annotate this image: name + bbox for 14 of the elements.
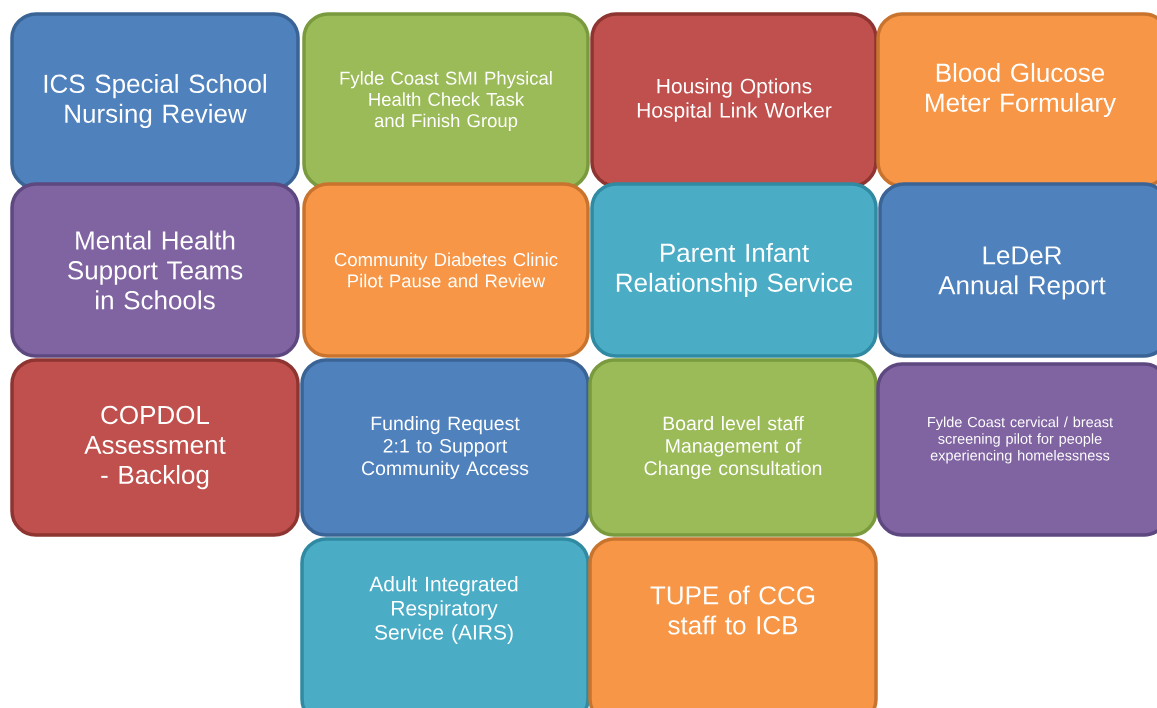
topic-tile: Parent Infant Relationship Service [590,182,878,358]
topic-tile: Fylde Coast SMI Physical Health Check Task and Finish Group [302,12,590,190]
topic-tile: Fylde Coast cervical / breast screening pilot for people experiencing homelessness [876,362,1157,537]
topic-tile: Adult Integrated Respiratory Service (AIRS) [300,537,590,708]
topic-tile: Housing Options Hospital Link Worker [590,12,878,188]
topic-tile: COPDOL Assessment - Backlog [10,358,300,537]
topic-tile: Funding Request 2:1 to Support Community Access [300,358,590,537]
topic-tile: Community Diabetes Clinic Pilot Pause and Review [302,182,590,358]
topic-tile: Blood Glucose Meter Formulary [876,12,1157,188]
topic-tile: LeDeR Annual Report [878,182,1157,358]
topic-tile: Mental Health Support Teams in Schools [10,182,300,358]
topic-tile: TUPE of CCG staff to ICB [588,537,878,708]
topic-tile: Board level staff Management of Change consultation [588,358,878,537]
topic-tile: ICS Special School Nursing Review [10,12,300,190]
